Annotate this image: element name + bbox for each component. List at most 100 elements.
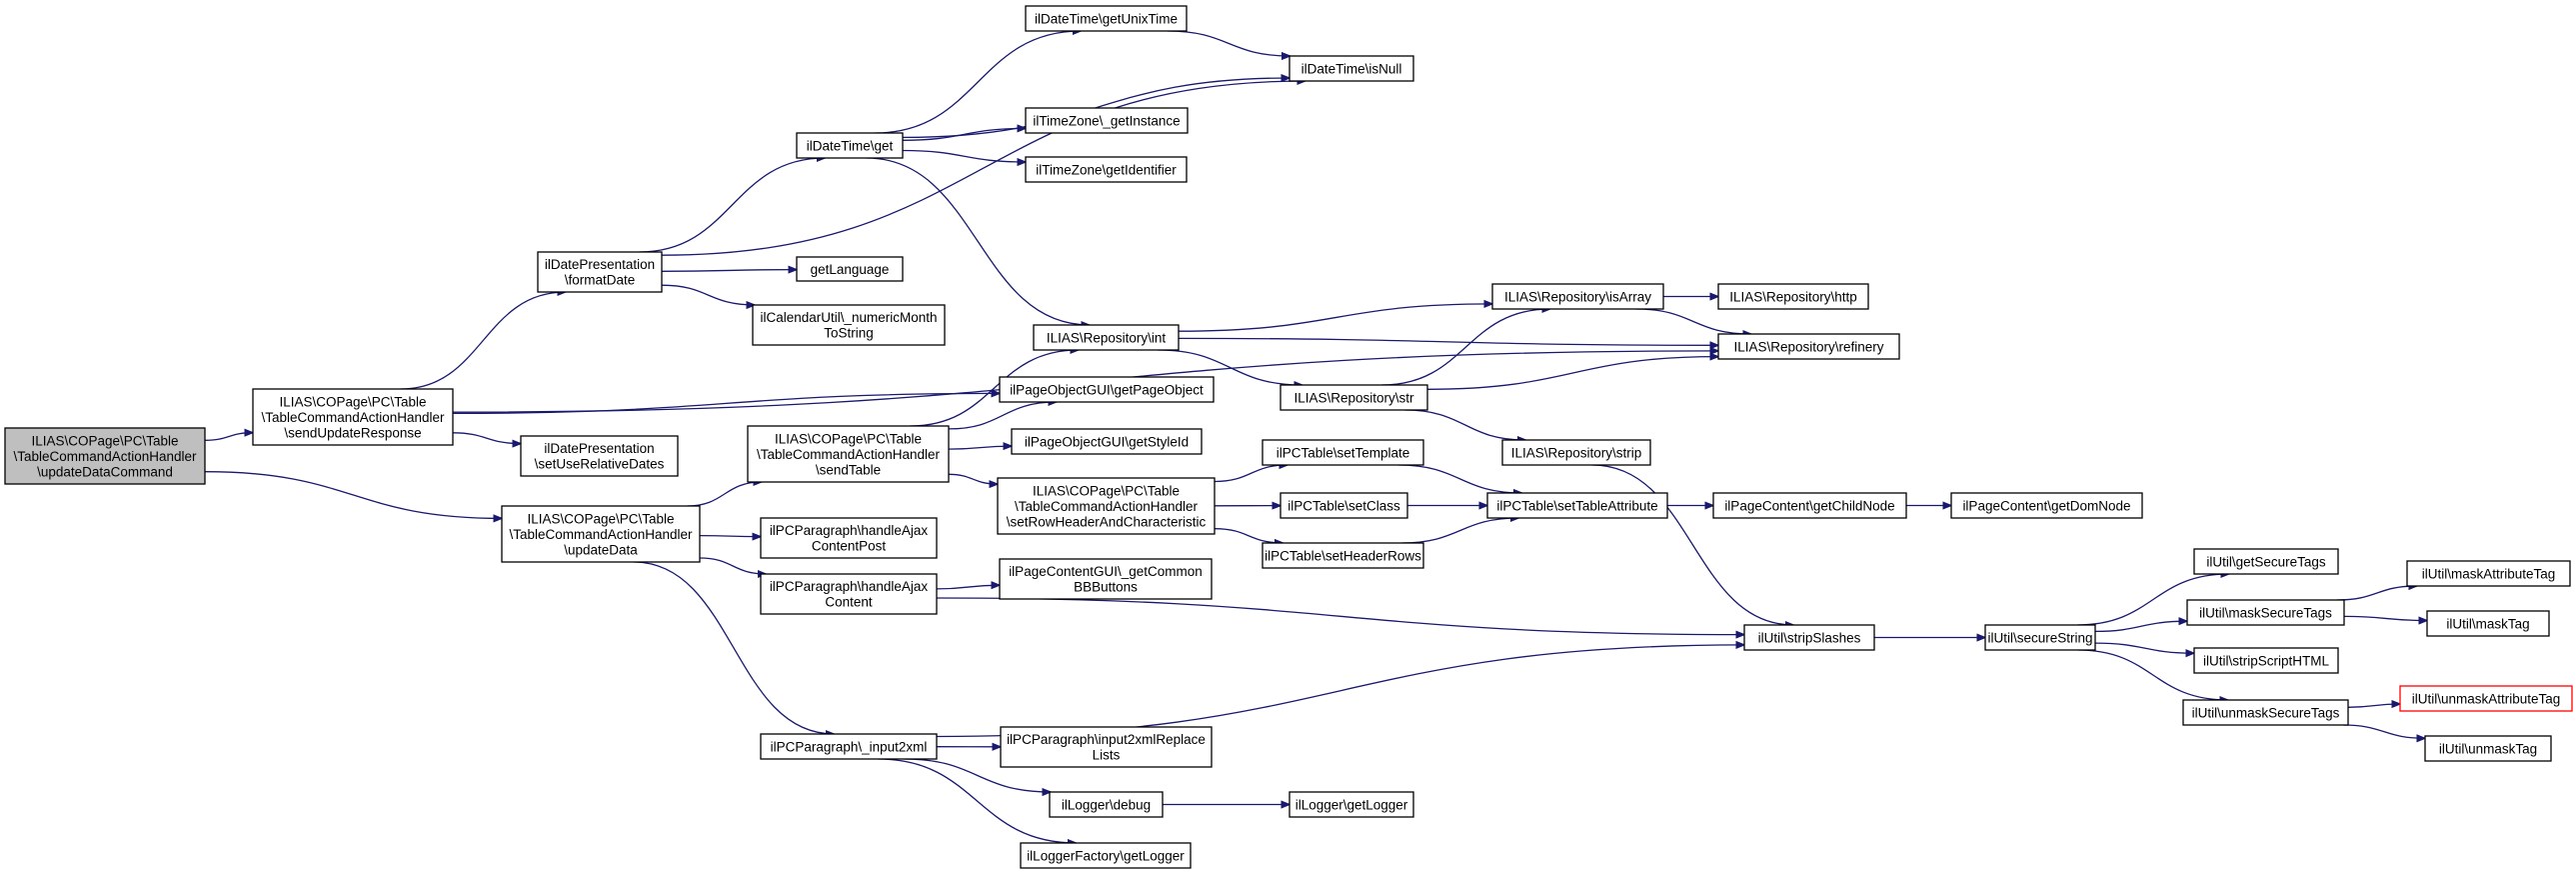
node-label-line: ILIAS\Repository\strip <box>1511 445 1642 460</box>
node-label-line: ilUtil\secureString <box>1987 630 2092 645</box>
node-set-template[interactable]: ilPCTable\setTemplate <box>1262 439 1424 466</box>
node-tz-identifier[interactable]: ilTimeZone\getIdentifier <box>1025 156 1188 183</box>
node-secure-string[interactable]: ilUtil\secureString <box>1984 624 2096 651</box>
node-get-language[interactable]: getLanguage <box>796 256 904 282</box>
node-set-class[interactable]: ilPCTable\setClass <box>1280 492 1408 519</box>
edge-get-unix-time-to-is-null <box>1167 30 1290 56</box>
node-box <box>1262 439 1424 466</box>
node-box <box>999 558 1213 600</box>
node-send-update-response[interactable]: ILIAS\COPage\PC\Table\TableCommandAction… <box>252 388 454 446</box>
edge-set-row-header-to-set-header-rows <box>1214 528 1284 543</box>
node-tz-instance[interactable]: ilTimeZone\_getInstance <box>1025 107 1189 134</box>
node-logger-debug[interactable]: ilLogger\debug <box>1049 791 1164 818</box>
node-input2xml[interactable]: ilPCParagraph\_input2xml <box>760 733 938 760</box>
node-label-line: ILIAS\COPage\PC\Table <box>31 433 178 448</box>
node-label-line: ILIAS\COPage\PC\Table <box>1033 483 1180 498</box>
node-box <box>997 477 1216 535</box>
node-get-child-node[interactable]: ilPageContent\getChildNode <box>1712 492 1907 519</box>
node-set-header-rows[interactable]: ilPCTable\setHeaderRows <box>1262 542 1424 569</box>
node-label-line: ilPCParagraph\handleAjax <box>770 579 929 594</box>
node-label-line: ilDateTime\getUnixTime <box>1035 11 1178 26</box>
node-repo-str[interactable]: ILIAS\Repository\str <box>1280 384 1428 411</box>
edge-dt-get-to-get-unix-time <box>875 31 1081 134</box>
edge-repo-strip-to-strip-slashes <box>1591 464 1794 625</box>
edge-repo-str-to-repo-is-array <box>1381 309 1550 386</box>
node-label-line: \TableCommandActionHandler <box>13 449 197 464</box>
node-mask-secure-tags[interactable]: ilUtil\maskSecureTags <box>2186 599 2345 626</box>
node-logger-get-logger[interactable]: ilLogger\getLogger <box>1288 791 1414 818</box>
node-root[interactable]: ILIAS\COPage\PC\Table\TableCommandAction… <box>4 427 206 485</box>
node-repo-strip[interactable]: ILIAS\Repository\strip <box>1501 439 1651 466</box>
node-factory-get-logger[interactable]: ilLoggerFactory\getLogger <box>1020 842 1192 869</box>
node-box <box>501 505 701 563</box>
node-get-secure-tags[interactable]: ilUtil\getSecureTags <box>2193 548 2339 575</box>
edge-send-table-to-get-page-object <box>948 402 1057 430</box>
node-box <box>1262 542 1424 569</box>
node-label-line: Content <box>825 595 873 610</box>
node-repo-refinery[interactable]: ILIAS\Repository\refinery <box>1717 333 1900 360</box>
node-mask-tag[interactable]: ilUtil\maskTag <box>2426 610 2550 637</box>
node-label-line: ILIAS\COPage\PC\Table <box>527 511 674 526</box>
node-label-line: ilUtil\unmaskTag <box>2439 741 2537 756</box>
node-label-line: ilPageObjectGUI\getPageObject <box>1010 382 1204 397</box>
edge-input2xml-to-strip-slashes <box>936 645 1744 738</box>
edge-mask-secure-tags-to-mask-attribute-tag <box>2336 586 2417 601</box>
node-repo-int[interactable]: ILIAS\Repository\int <box>1033 324 1180 351</box>
node-box <box>2193 548 2339 575</box>
node-label-line: ilPageObjectGUI\getStyleId <box>1025 434 1189 449</box>
node-label-line: ilPageContent\getDomNode <box>1962 498 2130 513</box>
edge-repo-int-to-repo-refinery <box>1178 337 1718 345</box>
node-label-line: ilDateTime\isNull <box>1301 61 1402 76</box>
node-box <box>1717 283 1869 310</box>
node-get-style-id[interactable]: ilPageObjectGUI\getStyleId <box>1011 428 1203 455</box>
edge-input2xml-to-factory-get-logger <box>878 758 1077 843</box>
node-set-table-attribute[interactable]: ilPCTable\setTableAttribute <box>1486 492 1668 519</box>
node-label-line: ILIAS\Repository\refinery <box>1733 339 1883 354</box>
node-label-line: ilPCTable\setClass <box>1288 498 1400 513</box>
node-box <box>2426 610 2550 637</box>
node-label-line: ToString <box>824 326 874 341</box>
node-get-unix-time[interactable]: ilDateTime\getUnixTime <box>1025 5 1188 32</box>
node-strip-slashes[interactable]: ilUtil\stripSlashes <box>1743 624 1875 651</box>
edge-update-data-to-input2xml <box>633 561 835 734</box>
node-box <box>1049 791 1164 818</box>
edge-root-to-send-update-response <box>204 433 253 441</box>
node-strip-script-html[interactable]: ilUtil\stripScriptHTML <box>2193 647 2339 674</box>
node-unmask-secure-tags[interactable]: ilUtil\unmaskSecureTags <box>2182 699 2349 726</box>
edge-set-row-header-to-set-template <box>1214 465 1288 483</box>
node-get-dom-node[interactable]: ilPageContent\getDomNode <box>1950 492 2143 519</box>
node-box <box>4 427 206 485</box>
node-box <box>1288 55 1414 82</box>
node-repo-http[interactable]: ILIAS\Repository\http <box>1717 283 1869 310</box>
node-label-line: ilPCTable\setHeaderRows <box>1265 548 1421 563</box>
node-set-row-header[interactable]: ILIAS\COPage\PC\Table\TableCommandAction… <box>997 477 1216 535</box>
node-label-line: ilPCParagraph\_input2xml <box>771 739 928 754</box>
node-send-table[interactable]: ILIAS\COPage\PC\Table\TableCommandAction… <box>747 425 950 483</box>
node-label-line: \TableCommandActionHandler <box>757 447 941 462</box>
node-label-line: ilLoggerFactory\getLogger <box>1027 848 1185 863</box>
node-repo-is-array[interactable]: ILIAS\Repository\isArray <box>1491 283 1664 310</box>
node-dt-get[interactable]: ilDateTime\get <box>796 132 904 159</box>
node-box <box>1033 324 1180 351</box>
node-box <box>1025 156 1188 183</box>
node-box <box>2406 560 2571 587</box>
node-mask-attribute-tag[interactable]: ilUtil\maskAttributeTag <box>2406 560 2571 587</box>
node-box <box>1486 492 1668 519</box>
node-unmask-attribute-tag[interactable]: ilUtil\unmaskAttributeTag <box>2399 685 2573 712</box>
edge-format-date-to-get-language <box>661 270 797 272</box>
node-unmask-tag[interactable]: ilUtil\unmaskTag <box>2424 735 2552 762</box>
node-update-data[interactable]: ILIAS\COPage\PC\Table\TableCommandAction… <box>501 505 701 563</box>
node-box <box>747 425 950 483</box>
node-label-line: \updateDataCommand <box>37 464 173 479</box>
node-box <box>1025 107 1189 134</box>
node-get-page-object[interactable]: ilPageObjectGUI\getPageObject <box>999 376 1215 403</box>
node-set-use-relative-dates[interactable]: ilDatePresentation\setUseRelativeDates <box>520 435 679 477</box>
node-is-null[interactable]: ilDateTime\isNull <box>1288 55 1414 82</box>
node-label-line: ilPCParagraph\handleAjax <box>770 523 929 538</box>
node-format-date[interactable]: ilDatePresentation\formatDate <box>537 251 663 293</box>
